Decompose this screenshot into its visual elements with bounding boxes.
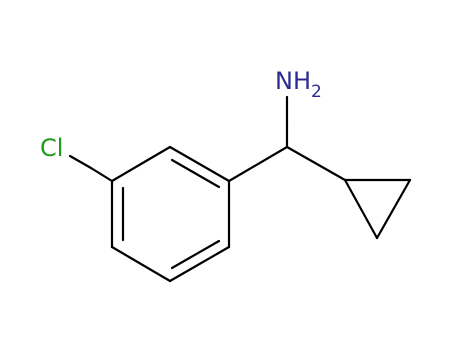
amine-label: NH2 bbox=[275, 67, 322, 102]
double-bond-inner-c6-c1 bbox=[170, 158, 221, 189]
bond-cp2-cp3 bbox=[375, 178, 412, 240]
double-bond-inner-c2-c3 bbox=[170, 239, 221, 270]
bond-ring-to-ch bbox=[227, 145, 289, 183]
bond-ch-to-cyclopropyl bbox=[285, 145, 347, 182]
bond-c5-c6 bbox=[110, 145, 172, 183]
chlorine-label: Cl bbox=[40, 134, 63, 162]
bond-c5-to-cl-lower bbox=[89, 166, 114, 183]
bond-c3-c4 bbox=[110, 245, 172, 283]
amine-subscript: 2 bbox=[311, 82, 322, 102]
bond-c2-c3 bbox=[168, 245, 231, 283]
amine-n: N bbox=[275, 67, 293, 95]
amine-h: H bbox=[293, 67, 311, 95]
bond-cp3-cp1 bbox=[343, 178, 379, 240]
bond-c5-to-cl-upper bbox=[68, 154, 93, 170]
bond-c6-c1 bbox=[168, 145, 231, 183]
